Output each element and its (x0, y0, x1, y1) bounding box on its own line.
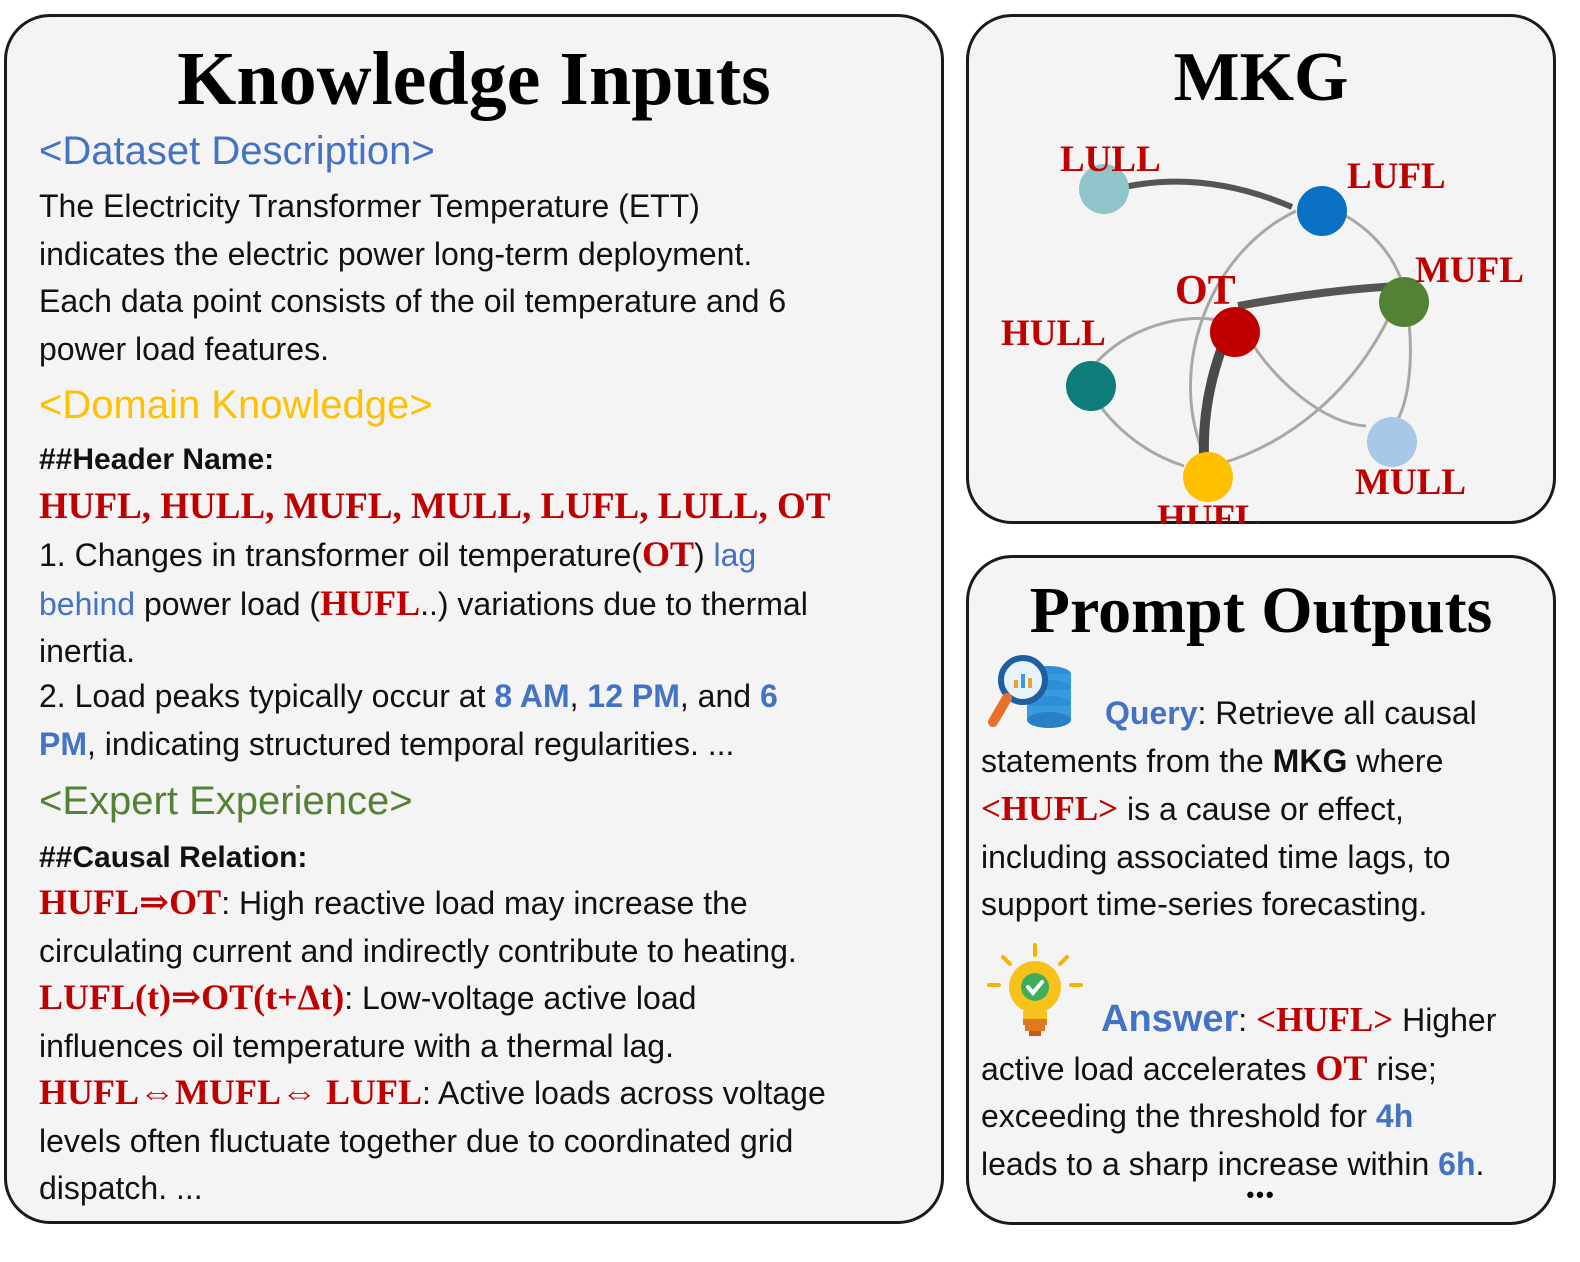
answer-label: Answer (1101, 998, 1239, 1040)
node-lufl (1296, 185, 1347, 236)
prompt-outputs-title: Prompt Outputs (1029, 574, 1493, 647)
edge-lull-lufl (1122, 178, 1293, 210)
causal-relation-label: ##Causal Relation: (39, 841, 308, 874)
node-hull (1065, 360, 1116, 411)
label-lull: LULL (1060, 139, 1161, 180)
causal-relation-1: HUFL⇒OT: High reactive load may increase… (39, 882, 797, 969)
dataset-line-3: Each data point consists of the oil temp… (39, 283, 787, 319)
node-mull (1366, 416, 1417, 467)
ot-term: OT (641, 534, 694, 574)
label-lufl: LUFL (1347, 156, 1446, 197)
label-ot: OT (1175, 268, 1236, 314)
header-name-label: ##Header Name: (39, 443, 275, 476)
dataset-description-heading: <Dataset Description> (39, 129, 435, 173)
header-names-list: HUFL, HULL, MUFL, MULL, LUFL, LULL, OT (39, 486, 831, 527)
mkg-graph: LULL LUFL MUFL OT HULL MULL HUFL (1001, 139, 1524, 524)
node-lull (1078, 163, 1129, 214)
knowledge-inputs-panel: Knowledge Inputs <Dataset Description> T… (4, 14, 944, 1224)
node-mufl (1378, 276, 1429, 327)
edge-ot-mull (1244, 332, 1366, 427)
mkg-panel: MKG LULL LUFL MUFL OT HULL MULL HUFL (966, 14, 1556, 524)
expert-experience-heading: <Expert Experience> (39, 779, 413, 823)
dataset-line-2: indicates the electric power long-term d… (39, 235, 753, 272)
knowledge-inputs-title: Knowledge Inputs (177, 37, 771, 121)
causal-relation-2: LUFL(t)⇒OT(t+Δt): Low-voltage active loa… (39, 977, 697, 1064)
answer-block: Answer: <HUFL> Higher active load accele… (981, 998, 1497, 1182)
dataset-line-1: The Electricity Transformer Temperature … (39, 188, 700, 224)
domain-knowledge-heading: <Domain Knowledge> (39, 383, 433, 427)
query-block: Query: Retrieve all causal statements fr… (981, 695, 1477, 922)
search-database-icon (988, 655, 1071, 728)
lightbulb-icon (987, 943, 1083, 1036)
edge-hull-ot (1087, 316, 1216, 372)
label-hull: HULL (1001, 313, 1106, 354)
dataset-description-text: The Electricity Transformer Temperature … (39, 183, 939, 373)
mkg-title: MKG (1173, 39, 1349, 116)
node-hufl (1182, 451, 1233, 502)
node-ot (1209, 306, 1260, 357)
domain-item-1: 1. Changes in transformer oil temperatur… (39, 534, 808, 669)
query-label: Query (1105, 695, 1198, 731)
dataset-line-4: power load features. (39, 330, 329, 367)
edge-ot-mufl (1236, 281, 1398, 310)
domain-item-2: 2. Load peaks typically occur at 8 AM, 1… (39, 678, 778, 762)
answer-ellipsis: ••• (1246, 1182, 1276, 1207)
label-hufl: HUFL (1157, 498, 1260, 524)
label-mufl: MUFL (1415, 250, 1524, 291)
label-mull: MULL (1355, 462, 1466, 503)
hufl-term: HUFL (320, 582, 421, 623)
prompt-outputs-panel: Prompt Outputs Query: Retrieve all causa… (966, 555, 1556, 1225)
causal-relation-3: HUFL⇔MUFL⇔ LUFL: Active loads across vol… (39, 1072, 826, 1206)
